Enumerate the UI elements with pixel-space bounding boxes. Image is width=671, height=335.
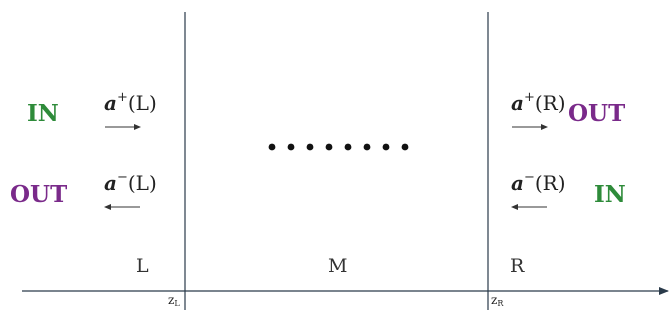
right-a-minus-symbol: a	[511, 171, 524, 195]
left-a-plus-sign: +	[116, 90, 128, 105]
interface-right-base: z	[491, 293, 498, 307]
right-a-minus-sign: −	[523, 170, 535, 185]
left-in-label: IN	[27, 100, 59, 127]
left-a-plus-coefficient: a+(L)	[104, 90, 157, 115]
interface-label-left: zL	[168, 293, 180, 308]
left-a-minus-symbol: a	[104, 171, 117, 195]
interface-left-base: z	[168, 293, 175, 307]
interface-label-right: zR	[491, 293, 503, 308]
right-a-plus-coefficient: a+(R)	[511, 90, 566, 115]
right-a-plus-sign: +	[523, 90, 535, 105]
left-a-plus-symbol: a	[104, 91, 117, 115]
left-a-plus-arg: (L)	[127, 91, 157, 115]
middle-dots	[268, 143, 409, 151]
left-out-label: OUT	[10, 181, 68, 208]
interface-right-sub: R	[497, 299, 504, 308]
left-a-minus-arg: (L)	[127, 171, 157, 195]
right-a-minus-coefficient: a−(R)	[511, 170, 566, 195]
right-a-minus-arg: (R)	[534, 171, 566, 195]
right-a-plus-arg: (R)	[534, 91, 566, 115]
right-out-label: OUT	[568, 100, 626, 127]
right-in-label: IN	[594, 181, 626, 208]
left-a-minus-coefficient: a−(L)	[104, 170, 157, 195]
region-label-left: L	[136, 255, 149, 277]
interface-left-sub: L	[174, 299, 180, 308]
right-a-plus-symbol: a	[511, 91, 524, 115]
left-a-minus-sign: −	[116, 170, 128, 185]
region-label-right: R	[510, 255, 525, 277]
region-label-middle: M	[328, 255, 348, 277]
